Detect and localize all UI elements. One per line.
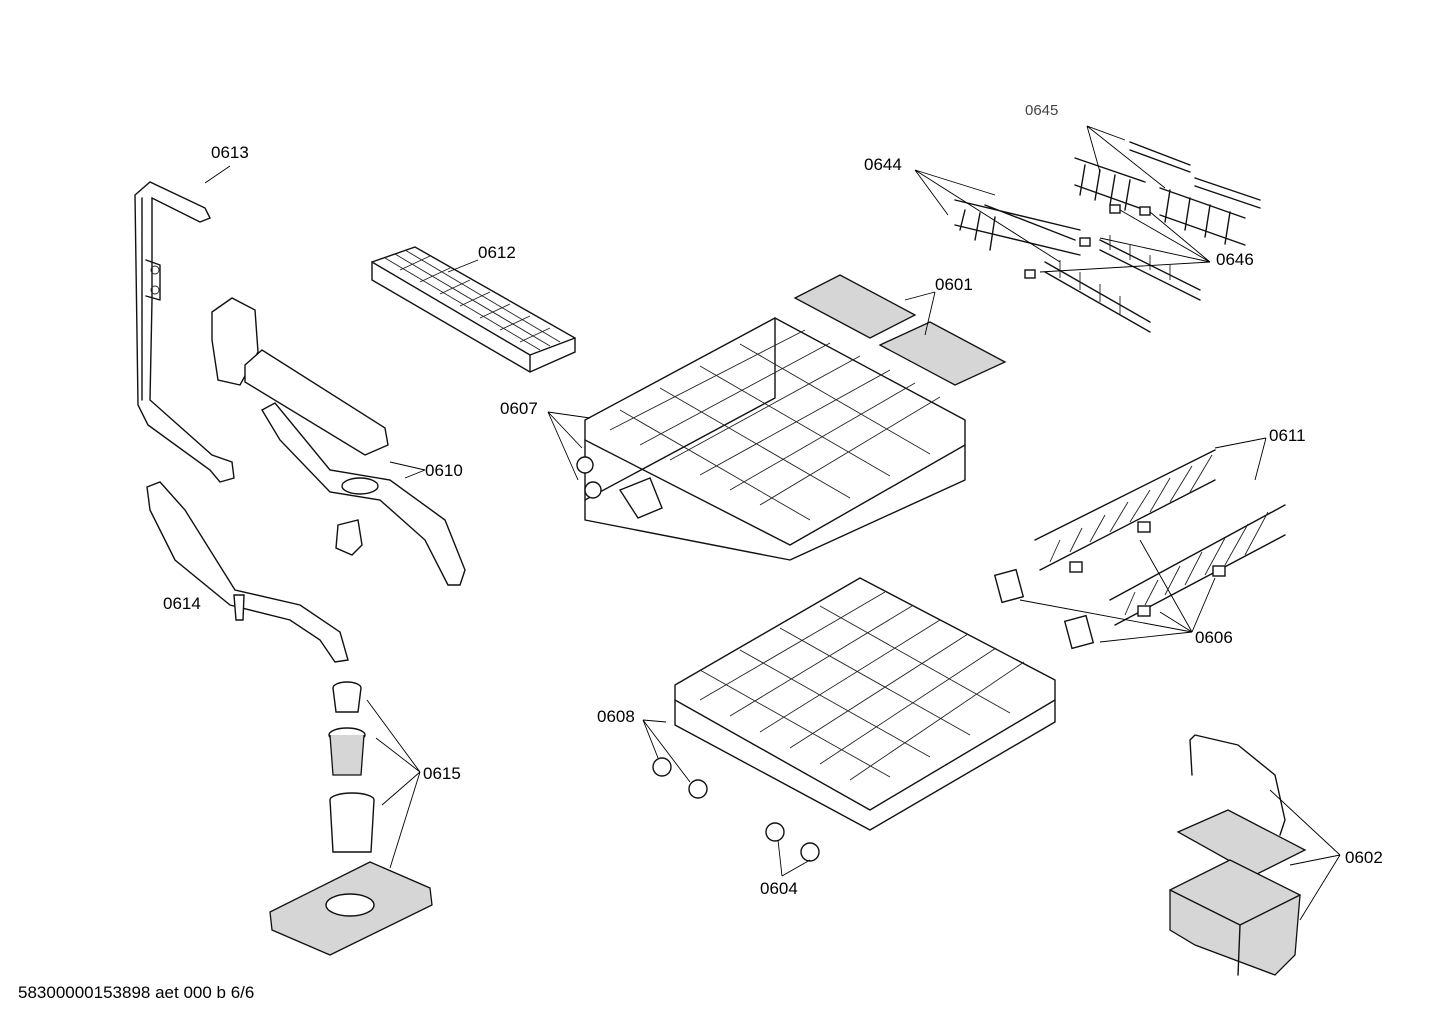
part-0611-tine-rows	[1034, 449, 1286, 626]
label-0612: 0612	[478, 243, 516, 262]
label-0644: 0644	[864, 155, 902, 174]
part-0608-lower-basket	[674, 577, 1056, 831]
label-0601: 0601	[935, 275, 973, 294]
leader-lines	[204, 125, 1341, 921]
label-0613: 0613	[211, 143, 249, 162]
label-0607: 0607	[500, 399, 538, 418]
label-0615: 0615	[423, 764, 461, 783]
part-0607-upper-basket	[576, 317, 966, 561]
part-0614-lower-spray-arm	[146, 481, 349, 663]
label-0645: 0645	[1025, 102, 1059, 119]
label-0614: 0614	[163, 594, 201, 613]
part-0615-filter-set	[269, 681, 433, 956]
label-0602: 0602	[1345, 848, 1383, 867]
part-0613-supply-pipe	[134, 181, 235, 483]
label-0610: 0610	[425, 461, 463, 480]
document-footer-id: 58300000153898 aet 000 b 6/6	[18, 983, 255, 1002]
part-0610-spray-arm	[211, 297, 466, 586]
label-0611: 0611	[1269, 426, 1306, 445]
part-0602-cutlery-basket	[1169, 734, 1307, 976]
label-0646: 0646	[1216, 250, 1254, 269]
label-0604: 0604	[760, 879, 798, 898]
part-0606-clips	[993, 521, 1226, 650]
label-0606: 0606	[1195, 628, 1233, 647]
part-0612-tray	[371, 246, 576, 373]
part-0644-0645-0646-racks	[954, 141, 1261, 333]
part-0601-cup-shelves	[793, 274, 1007, 386]
label-0608: 0608	[597, 707, 635, 726]
part-0604-wheels	[652, 757, 820, 862]
